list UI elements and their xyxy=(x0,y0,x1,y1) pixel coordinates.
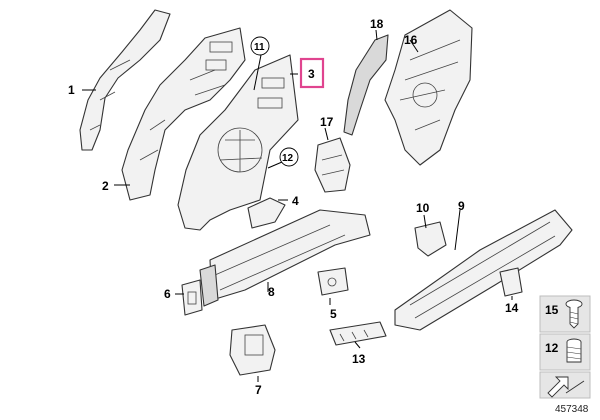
part-16-rear-wheelhouse[interactable] xyxy=(384,9,473,166)
callout-9: 9 xyxy=(458,199,465,213)
leader-lines xyxy=(82,29,513,382)
callout-6: 6 xyxy=(164,287,171,301)
callout-8: 8 xyxy=(268,285,275,299)
callout-12-circle xyxy=(279,147,299,167)
part-6-plate[interactable] xyxy=(181,279,203,316)
screw-icon xyxy=(565,299,583,329)
callout-7: 7 xyxy=(255,383,262,397)
callout-17: 17 xyxy=(320,115,334,129)
part-7-bracket[interactable] xyxy=(229,324,276,376)
callout-10: 10 xyxy=(416,201,430,215)
callout-3[interactable]: 3 xyxy=(308,67,315,81)
part-2-pillar-inner[interactable] xyxy=(121,27,246,201)
part-14-bracket[interactable] xyxy=(499,267,523,297)
part-5-bracket[interactable] xyxy=(317,267,349,296)
callout-5: 5 xyxy=(330,307,337,321)
part-8-longitudinal-member[interactable] xyxy=(199,209,371,307)
legend-item-a-label: 15 xyxy=(545,303,559,317)
reference-number: 457348 xyxy=(555,404,589,415)
part-1-pillar[interactable] xyxy=(79,9,171,151)
threaded-bush-icon xyxy=(566,338,582,363)
callout-11-circle xyxy=(250,36,270,56)
arrow-icon xyxy=(547,376,585,398)
legend-item-a-box xyxy=(539,295,591,333)
fastener-legend: 15 12 xyxy=(539,295,591,399)
callout-14: 14 xyxy=(505,301,519,315)
callout-1: 1 xyxy=(68,83,75,97)
legend-item-b-box xyxy=(539,333,591,371)
part-18-bracket[interactable] xyxy=(343,34,389,136)
callout-4: 4 xyxy=(292,194,299,208)
part-4-bracket[interactable] xyxy=(247,197,286,229)
legend-item-b-label: 12 xyxy=(545,341,559,355)
callout-12: 12 xyxy=(282,153,294,164)
part-3-wheelhouse[interactable] xyxy=(177,54,299,231)
callout-3-highlight xyxy=(299,57,325,89)
callout-16: 16 xyxy=(404,33,418,47)
part-17-bracket[interactable] xyxy=(314,137,351,193)
part-10-bracket[interactable] xyxy=(414,221,447,257)
callout-2: 2 xyxy=(102,179,109,193)
part-9-rear-member[interactable] xyxy=(394,209,573,331)
callout-13: 13 xyxy=(352,352,366,366)
callout-11: 11 xyxy=(254,42,265,53)
callout-18: 18 xyxy=(370,17,384,31)
part-13-plate[interactable] xyxy=(329,321,387,346)
